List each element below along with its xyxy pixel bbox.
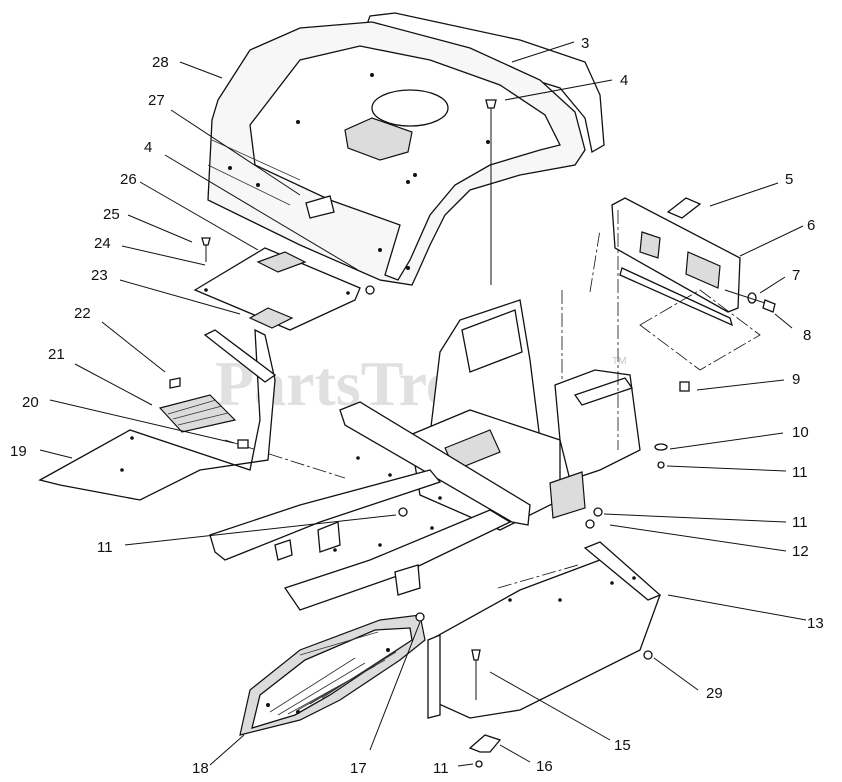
dash-panel [193,237,375,331]
callout-15: 15 [614,737,631,754]
callout-21: 21 [48,346,65,363]
callout-11-c: 11 [792,514,808,531]
callout-7: 7 [792,267,800,284]
callout-9: 9 [792,371,800,388]
callout-26: 26 [120,171,137,188]
callout-10: 10 [792,424,809,441]
fender-right [427,541,662,768]
hood [207,12,605,286]
callout-17: 17 [350,760,367,777]
callout-23: 23 [91,267,108,284]
callout-11-d: 11 [433,760,449,777]
footboard-left [38,328,277,501]
callout-19: 19 [10,443,27,460]
watermark-trademark: TM [612,356,626,367]
callout-18: 18 [192,760,209,777]
callout-27: 27 [148,92,165,109]
callout-4-dash: 4 [144,139,152,156]
callout-4-hood: 4 [620,72,628,89]
floor-mat [239,612,426,736]
callout-3: 3 [581,35,589,52]
callout-5: 5 [785,171,793,188]
callout-25: 25 [103,206,120,223]
callout-29: 29 [706,685,723,702]
callout-11-b: 11 [97,539,113,556]
callout-16: 16 [536,758,553,775]
callout-22: 22 [74,305,91,322]
callout-28: 28 [152,54,169,71]
callouts: 28 3 4 27 4 26 5 25 6 24 23 7 8 22 9 21 … [10,35,824,777]
callout-12: 12 [792,543,809,560]
callout-24: 24 [94,235,111,252]
leader-lines [39,41,807,767]
side-panel-right [611,197,776,371]
callout-11-a: 11 [792,464,808,481]
callout-8: 8 [803,327,811,344]
callout-20: 20 [22,394,39,411]
callout-13: 13 [807,615,824,632]
chassis [209,210,690,611]
callout-6: 6 [807,217,815,234]
